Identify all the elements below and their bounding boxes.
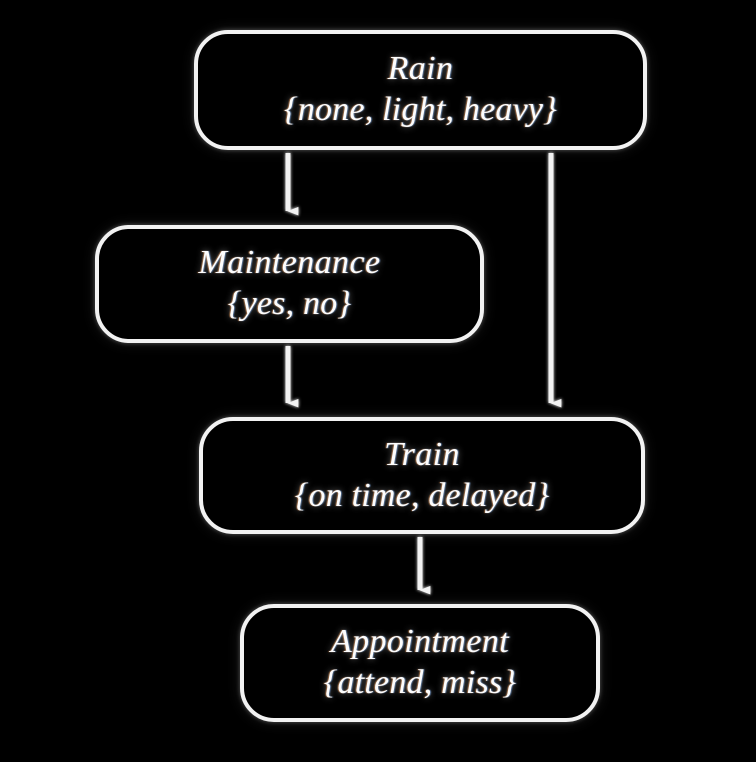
- node-train-domain: {on time, delayed}: [294, 476, 550, 514]
- node-maintenance-domain: {yes, no}: [227, 285, 352, 322]
- node-maintenance[interactable]: Maintenance {yes, no}: [95, 225, 484, 343]
- node-train[interactable]: Train {on time, delayed}: [199, 417, 645, 534]
- node-appointment[interactable]: Appointment {attend, miss}: [240, 604, 600, 722]
- node-appointment-domain: {attend, miss}: [323, 664, 517, 701]
- node-rain[interactable]: Rain {none, light, heavy}: [194, 30, 647, 150]
- node-train-title: Train: [384, 435, 460, 473]
- node-rain-title: Rain: [387, 50, 454, 88]
- node-rain-domain: {none, light, heavy}: [284, 91, 557, 128]
- node-appointment-title: Appointment: [330, 623, 510, 661]
- node-maintenance-title: Maintenance: [198, 244, 381, 282]
